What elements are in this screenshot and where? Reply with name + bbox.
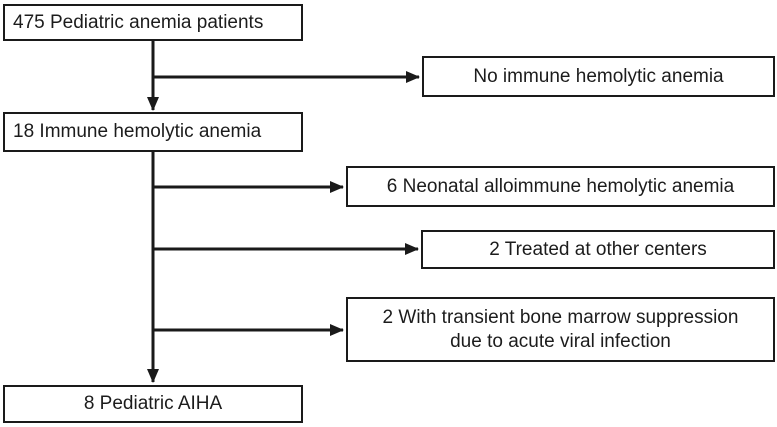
node-neonatal: 6 Neonatal alloimmune hemolytic anemia bbox=[346, 166, 775, 207]
node-marrow-label-line2: due to acute viral infection bbox=[450, 330, 671, 352]
node-neonatal-label: 6 Neonatal alloimmune hemolytic anemia bbox=[386, 175, 735, 197]
node-aiha-label: 8 Pediatric AIHA bbox=[83, 393, 223, 414]
node-no-immune: No immune hemolytic anemia bbox=[422, 56, 775, 97]
node-patients: 475 Pediatric anemia patients bbox=[3, 4, 303, 41]
node-aiha: 8 Pediatric AIHA bbox=[3, 385, 303, 423]
node-other-centers: 2 Treated at other centers bbox=[421, 230, 775, 269]
node-patients-label: 475 Pediatric anemia patients bbox=[13, 11, 264, 33]
node-other-centers-label: 2 Treated at other centers bbox=[489, 238, 707, 260]
node-marrow-label: 2 With transient bone marrow suppression… bbox=[383, 306, 739, 354]
node-marrow: 2 With transient bone marrow suppression… bbox=[346, 297, 775, 362]
node-marrow-label-line1: 2 With transient bone marrow suppression bbox=[382, 306, 739, 328]
node-no-immune-label: No immune hemolytic anemia bbox=[473, 65, 724, 87]
node-immune-label: 18 Immune hemolytic anemia bbox=[13, 121, 262, 142]
node-immune: 18 Immune hemolytic anemia bbox=[3, 112, 303, 152]
